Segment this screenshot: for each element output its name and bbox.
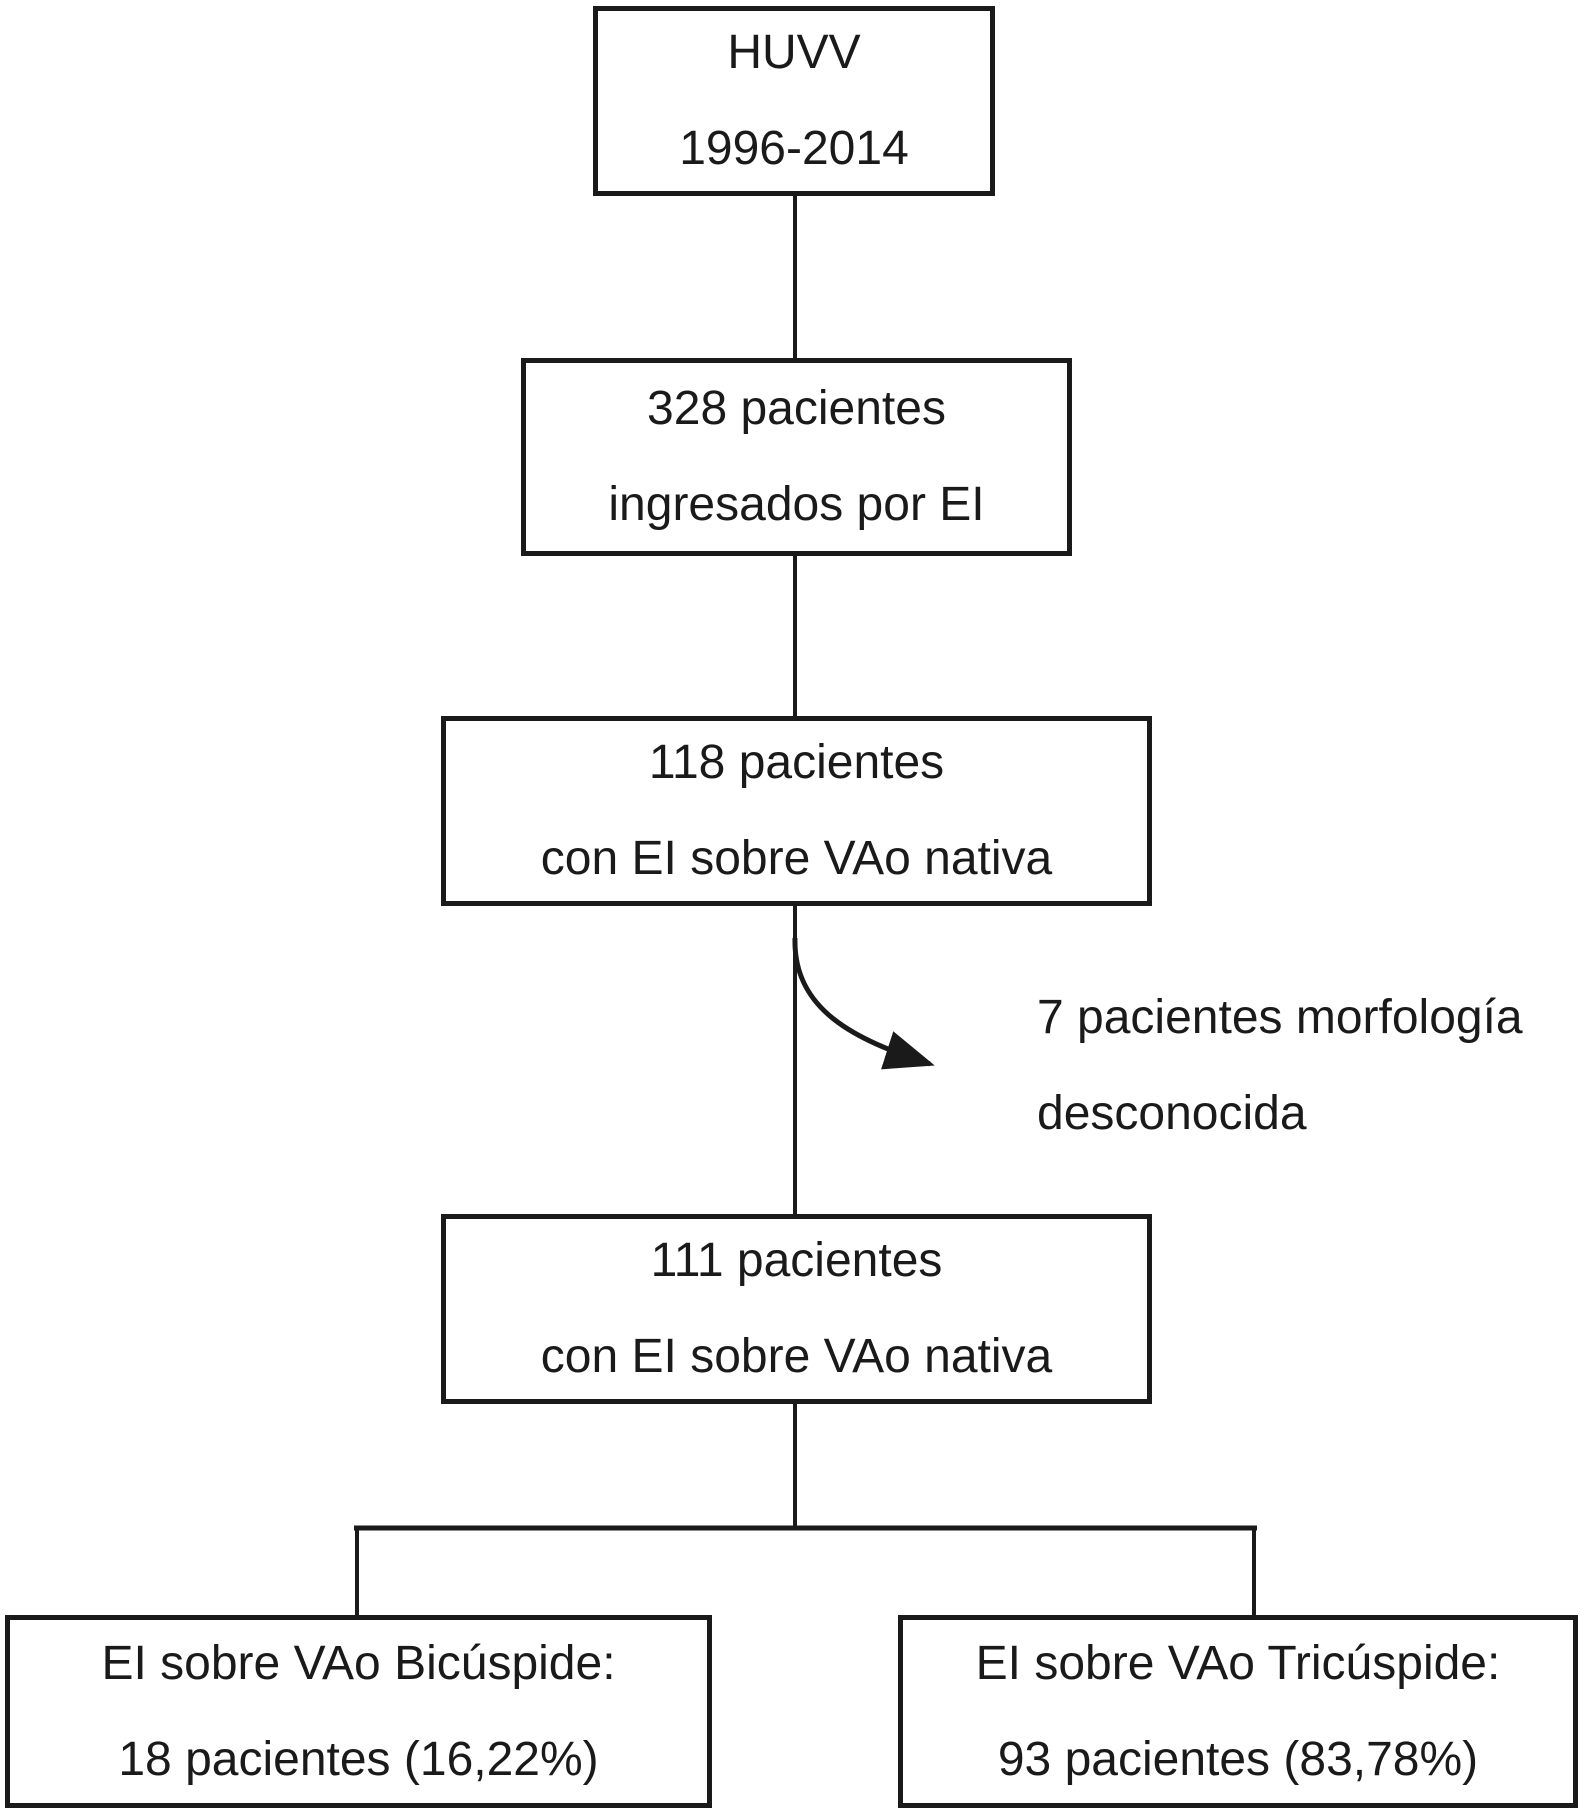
node-native-111-line2: con EI sobre VAo nativa [540, 1330, 1053, 1383]
node-tricuspid-line2: 93 pacientes (83,78%) [997, 1732, 1479, 1786]
node-native-111-line1: 111 pacientes [650, 1234, 943, 1287]
excluded-annotation-line1: 7 pacientes morfología [1037, 991, 1523, 1044]
node-bicuspid-line2: 18 pacientes (16,22%) [118, 1732, 599, 1786]
node-tricuspid: EI sobre VAo Tricúspide: 93 pacientes (8… [898, 1615, 1578, 1808]
node-native-118: 118 pacientes con EI sobre VAo nativa [441, 716, 1152, 906]
curved-arrow-icon [792, 937, 935, 1070]
node-native-118-line1: 118 pacientes [648, 736, 945, 789]
node-bicuspid: EI sobre VAo Bicúspide: 18 pacientes (16… [5, 1615, 712, 1808]
node-huvv: HUVV 1996-2014 [593, 6, 995, 196]
excluded-annotation-line2: desconocida [1037, 1087, 1307, 1140]
node-bicuspid-line1: EI sobre VAo Bicúspide: [101, 1636, 616, 1690]
excluded-annotation: 7 pacientes morfología desconocida [1037, 970, 1587, 1162]
node-native-111: 111 pacientes con EI sobre VAo nativa [441, 1214, 1152, 1404]
node-admitted-patients: 328 pacientes ingresados por EI [521, 358, 1072, 556]
node-admitted-line2: ingresados por EI [608, 478, 985, 531]
node-admitted-line1: 328 pacientes [647, 382, 946, 435]
node-huvv-line1: HUVV [727, 26, 861, 79]
node-tricuspid-line1: EI sobre VAo Tricúspide: [975, 1636, 1501, 1690]
node-huvv-line2: 1996-2014 [679, 122, 909, 175]
node-native-118-line2: con EI sobre VAo nativa [540, 832, 1053, 885]
